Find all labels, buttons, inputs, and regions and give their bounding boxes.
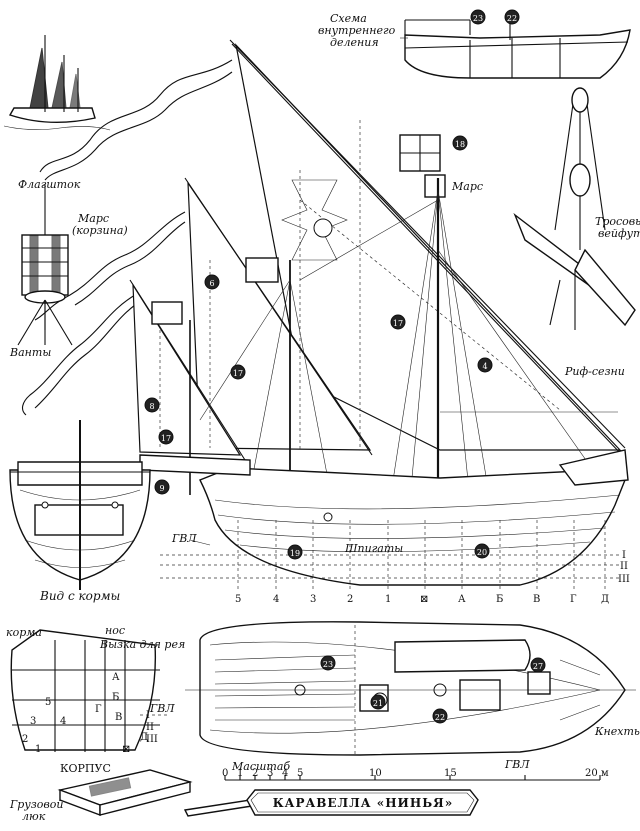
title-text: КАРАВЕЛЛА «НИНЬЯ» xyxy=(273,796,453,810)
trosovy-label-1: Тросовый xyxy=(595,215,640,228)
scale-tick: 5 xyxy=(297,768,303,779)
scale-tick: 4 xyxy=(282,768,288,779)
korma-label: корма xyxy=(6,626,42,639)
callout-number: 23 xyxy=(323,660,333,669)
station-label: А xyxy=(458,594,466,605)
callout-number: 17 xyxy=(393,319,403,328)
callout-number: 9 xyxy=(159,484,164,493)
scale-tick: 3 xyxy=(267,768,273,779)
trosovy-label-2: вейфут xyxy=(598,227,640,240)
callout-number: 6 xyxy=(209,279,214,288)
scale-ticks: 0 1 2 3 4 5 10 15 20 м xyxy=(222,768,609,779)
callout-number: 4 xyxy=(482,362,487,371)
waterline-label: III xyxy=(618,574,630,585)
callout-number: 22 xyxy=(435,713,445,722)
station-label: 3 xyxy=(310,594,316,605)
mars-label: Марс xyxy=(451,180,483,193)
pennant-streamers xyxy=(21,59,233,416)
vanty-label: Ванты xyxy=(9,346,51,359)
section-letter: III xyxy=(146,734,158,745)
small-ship-sketch xyxy=(3,35,111,131)
mars-basket-label-1: Марс xyxy=(77,212,109,225)
mars-basket-detail xyxy=(17,185,73,346)
section-letter: 1 xyxy=(35,744,41,755)
callout-number: 20 xyxy=(477,548,487,557)
scale-tick: 2 xyxy=(252,768,258,779)
section-letters: А Б В Г Д 5 4 3 2 1 I II III ⊠ xyxy=(22,672,158,755)
vyzka-label: Вызка для рея xyxy=(99,638,185,651)
main-hull xyxy=(139,449,629,590)
waterline-label: II xyxy=(620,561,628,572)
scale-tick: 10 xyxy=(369,768,382,779)
gruzovoy-label-1: Грузовой xyxy=(9,798,63,811)
callout-number: 8 xyxy=(149,402,154,411)
title-banner xyxy=(246,789,479,816)
text-labels: Схема внутреннего деления Флагшток Марс … xyxy=(6,12,640,823)
shpigaty-label: Шпигаты xyxy=(344,542,403,555)
mars-basket-label-2: (корзина) xyxy=(72,224,128,237)
stern-view xyxy=(9,420,151,590)
knekhty-label: Кнехты xyxy=(594,725,640,738)
station-label: В xyxy=(533,594,540,605)
schema-label-2: внутреннего xyxy=(318,24,396,37)
gruzovoy-label-2: люк xyxy=(22,810,46,823)
section-letter: ⊠ xyxy=(122,744,130,755)
callout-number: 27 xyxy=(533,662,543,671)
callout-number: 17 xyxy=(161,434,171,443)
section-letter: 5 xyxy=(45,697,51,708)
scale-tick: 1 xyxy=(237,768,243,779)
gvl-plan-label: ГВЛ xyxy=(504,758,530,771)
section-letter: 3 xyxy=(30,716,36,727)
flagstock-label: Флагшток xyxy=(18,178,81,191)
stern-view-label: Вид с кормы xyxy=(39,589,120,603)
station-label: 5 xyxy=(235,594,241,605)
callout-number: 17 xyxy=(233,369,243,378)
pulley-detail xyxy=(513,87,636,330)
hull-section xyxy=(10,629,170,752)
scale-tick: 20 м xyxy=(585,768,609,779)
scale-tick: 0 xyxy=(222,768,228,779)
callout-number: 22 xyxy=(507,14,517,23)
nos-label: нос xyxy=(105,624,125,637)
station-label: Д xyxy=(601,594,609,605)
gvl-main-label: ГВЛ xyxy=(171,532,197,545)
internal-scheme xyxy=(400,10,631,79)
schema-label-1: Схема xyxy=(330,12,367,25)
callout-number: 21 xyxy=(373,699,383,708)
sail-plan xyxy=(129,39,626,461)
callout-number: 23 xyxy=(473,14,483,23)
deck-plan xyxy=(185,621,636,756)
numbered-callouts: 23 22 18 6 17 17 4 8 17 9 19 20 23 21 22… xyxy=(144,9,546,724)
section-letter: I xyxy=(146,710,150,721)
station-label: ⊠ xyxy=(420,594,428,605)
station-labels: 5 4 3 2 1 ⊠ А Б В Г Д xyxy=(235,594,609,605)
section-letter: А xyxy=(112,672,120,683)
section-letter: 4 xyxy=(60,716,66,727)
station-label: Б xyxy=(496,594,503,605)
waterline-labels: I II III xyxy=(618,550,630,585)
section-letter: Г xyxy=(95,704,102,715)
section-letter: В xyxy=(115,712,122,723)
callout-number: 18 xyxy=(455,140,465,149)
cargo-hatch xyxy=(57,769,253,817)
station-label: 4 xyxy=(273,594,279,605)
section-letter: 2 xyxy=(22,734,28,745)
waterline-label: I xyxy=(622,550,626,561)
scale-tick: 15 xyxy=(444,768,457,779)
schema-label-3: деления xyxy=(330,36,379,49)
section-letter: Б xyxy=(112,692,119,703)
gvl-section-label: ГВЛ xyxy=(149,702,175,715)
korpus-label: КОРПУС xyxy=(60,762,111,775)
scale-bar xyxy=(224,775,601,781)
station-label: 2 xyxy=(347,594,353,605)
station-label: 1 xyxy=(385,594,391,605)
scale-label: Масштаб xyxy=(231,760,290,773)
station-label: Г xyxy=(570,594,577,605)
section-letter: II xyxy=(146,722,154,733)
callout-number: 19 xyxy=(290,549,300,558)
rif-sezni-label: Риф-сезни xyxy=(564,365,625,378)
section-letter: Д xyxy=(140,732,148,743)
